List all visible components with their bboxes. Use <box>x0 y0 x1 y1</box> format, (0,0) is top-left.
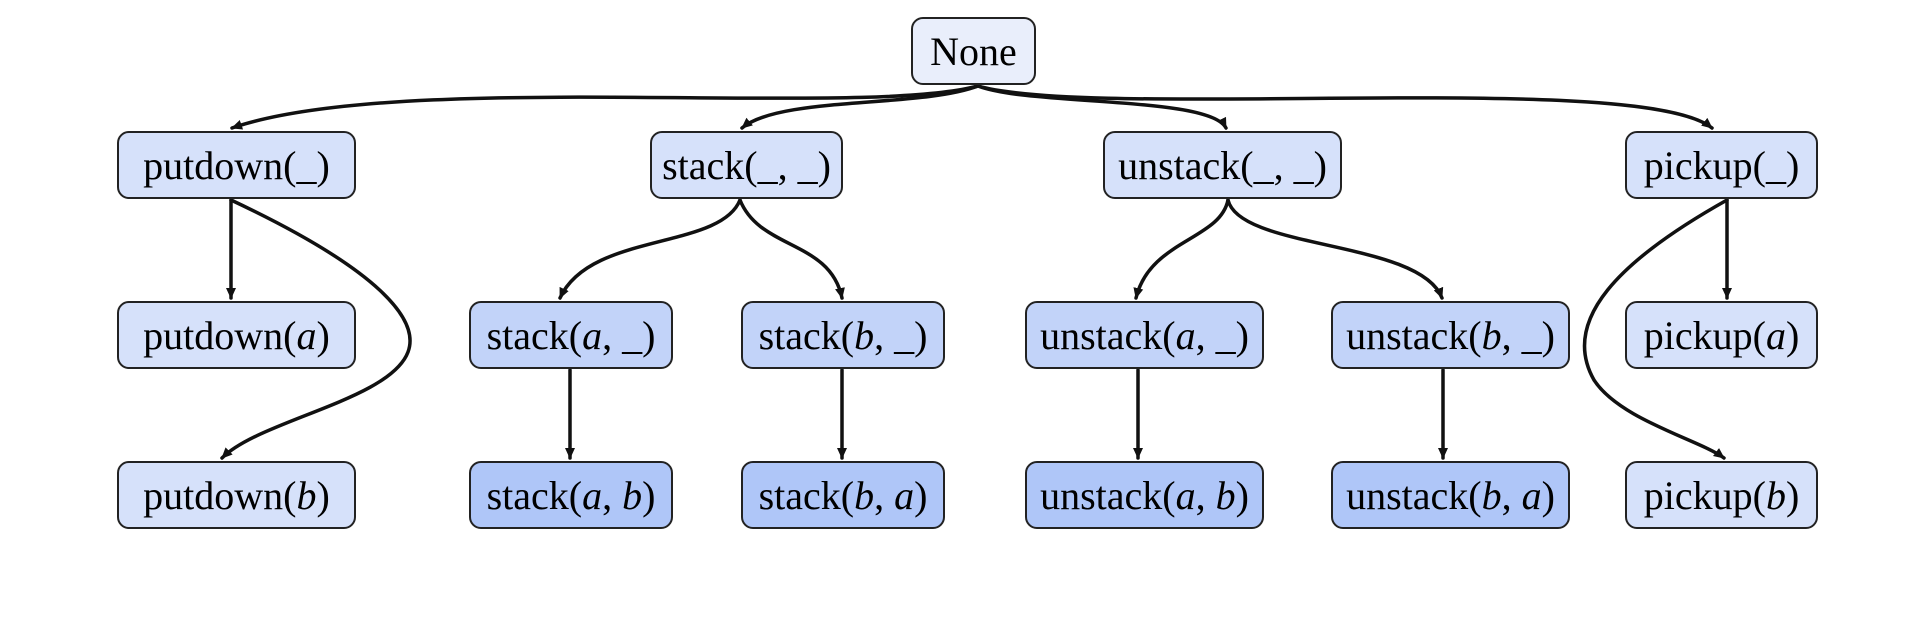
node-stack-any: stack(_, _) <box>650 131 843 199</box>
node-stack-a-any: stack(a, _) <box>469 301 673 369</box>
node-stack-b-any-label: stack(b, _) <box>758 312 928 358</box>
node-unstack-b-any-label: unstack(b, _) <box>1346 312 1555 358</box>
edge-stack-a-any <box>558 198 742 300</box>
node-stack-a-any-label: stack(a, _) <box>486 312 656 358</box>
node-stack-a-b: stack(a, b) <box>469 461 673 529</box>
node-root-label: None <box>930 28 1017 74</box>
node-putdown-any: putdown(_) <box>117 131 356 199</box>
node-pickup-a: pickup(a) <box>1625 301 1818 369</box>
node-unstack-b-any: unstack(b, _) <box>1331 301 1570 369</box>
edge-stack-b-any <box>738 198 845 300</box>
node-unstack-a-any-label: unstack(a, _) <box>1040 312 1249 358</box>
node-putdown-b-label: putdown(b) <box>143 472 330 518</box>
node-unstack-any-label: unstack(_, _) <box>1118 142 1327 188</box>
edge-unstack-b-any <box>1226 198 1444 300</box>
edge-pickup-b <box>1582 198 1729 460</box>
node-unstack-a-b-label: unstack(a, b) <box>1040 472 1249 518</box>
node-putdown-a: putdown(a) <box>117 301 356 369</box>
node-unstack-b-a-label: unstack(b, a) <box>1346 472 1555 518</box>
edge-unstack-a-any <box>1133 198 1230 300</box>
node-stack-b-a: stack(b, a) <box>741 461 945 529</box>
node-pickup-any-label: pickup(_) <box>1643 142 1800 188</box>
node-putdown-a-label: putdown(a) <box>143 312 330 358</box>
edge-putdown-b <box>220 198 412 460</box>
node-unstack-a-b: unstack(a, b) <box>1025 461 1264 529</box>
node-pickup-b: pickup(b) <box>1625 461 1818 529</box>
node-pickup-b-label: pickup(b) <box>1643 472 1800 518</box>
node-putdown-b: putdown(b) <box>117 461 356 529</box>
node-stack-any-label: stack(_, _) <box>662 142 831 188</box>
node-root: None <box>911 17 1036 85</box>
node-stack-a-b-label: stack(a, b) <box>486 472 656 518</box>
node-pickup-a-label: pickup(a) <box>1643 312 1800 358</box>
node-unstack-a-any: unstack(a, _) <box>1025 301 1264 369</box>
node-putdown-any-label: putdown(_) <box>143 142 330 188</box>
edge-root-putdown <box>230 84 980 130</box>
node-pickup-any: pickup(_) <box>1625 131 1818 199</box>
node-unstack-any: unstack(_, _) <box>1103 131 1342 199</box>
edge-root-pickup <box>976 84 1714 130</box>
node-unstack-b-a: unstack(b, a) <box>1331 461 1570 529</box>
node-stack-b-a-label: stack(b, a) <box>758 472 928 518</box>
edge-root-stack <box>740 84 980 130</box>
node-stack-b-any: stack(b, _) <box>741 301 945 369</box>
